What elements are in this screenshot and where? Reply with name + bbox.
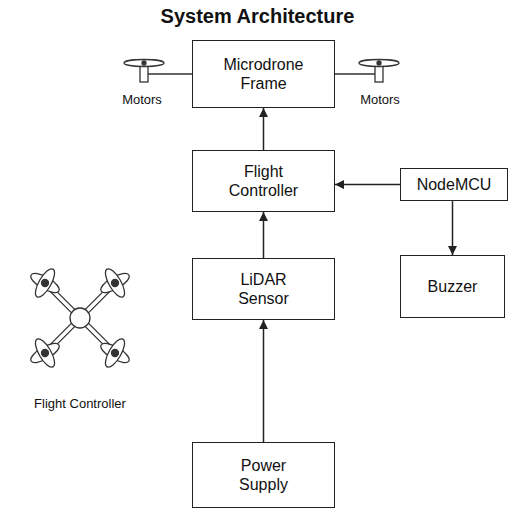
process-box: Microdrone Frame [192,40,335,108]
connector-arrow [452,201,454,255]
process-box: Flight Controller [192,150,335,212]
box-label: Flight Controller [218,162,310,200]
part-name: Motors [122,92,162,107]
motor-symbol [335,60,399,83]
figure-caption: Flight Controller [34,396,126,411]
box-label: Microdrone Frame [218,55,310,93]
box-label: NodeMCU [417,175,492,194]
box-label: LiDAR Sensor [218,270,310,308]
part-name: Motors [360,92,400,107]
connector-arrow [263,212,265,258]
box-label: Power Supply [218,456,310,494]
connector-arrow [263,320,265,442]
quadcopter-drawing [28,266,132,370]
process-box: Power Supply [192,442,335,508]
connector-arrow [263,108,265,150]
process-box: Buzzer [400,255,505,318]
diagram-title: System Architecture [0,5,515,28]
process-box: LiDAR Sensor [192,258,335,320]
motor-symbol [124,60,192,83]
connector-arrow [335,184,400,186]
box-label: Buzzer [428,277,478,296]
process-box: NodeMCU [400,168,508,201]
